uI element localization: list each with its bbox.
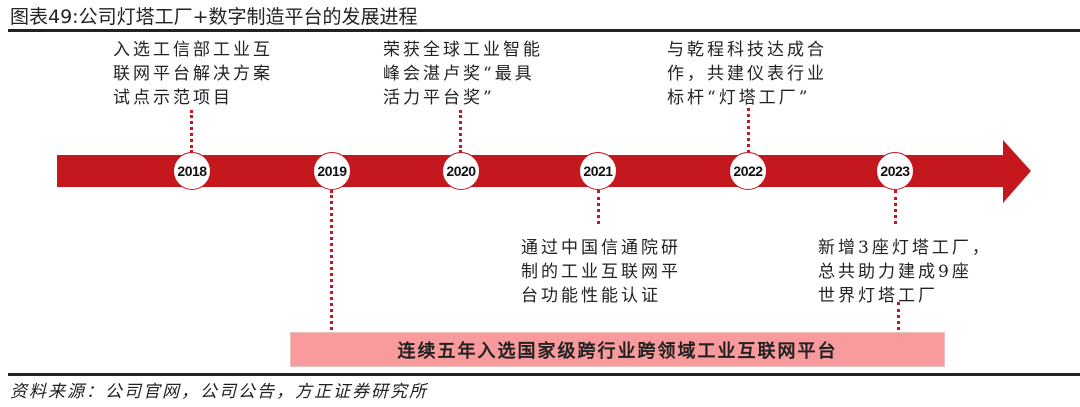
year-2022-marker: 2022: [729, 152, 767, 190]
arrow-shape: [57, 140, 1031, 203]
milestone-2023-text: 新增3座灯塔工厂， 总共助力建成9座 世界灯塔工厂: [818, 238, 992, 306]
bottom-divider: [8, 373, 1080, 376]
year-2023-marker: 2023: [876, 152, 914, 190]
year-2020-marker: 2020: [442, 152, 480, 190]
connector-2023: [894, 190, 897, 224]
milestone-2022-text: 与乾程科技达成合 作，共建仪表行业 标杆“灯塔工厂”: [667, 40, 827, 108]
top-divider: [8, 29, 1080, 32]
year-2021-marker: 2021: [579, 152, 617, 190]
connector-2023-band: [897, 302, 900, 330]
achievement-band-text: 连续五年入选国家级跨行业跨领域工业互联网平台: [397, 340, 838, 362]
connector-2021: [597, 190, 600, 224]
year-2019-marker: 2019: [313, 152, 351, 190]
connector-2022: [747, 108, 750, 153]
milestone-2020-text: 荣获全球工业智能 峰会湛卢奖“最具 活力平台奖”: [383, 40, 543, 108]
source-note: 资料来源：公司官网，公司公告，方正证券研究所: [10, 382, 428, 402]
connector-2020: [459, 110, 462, 153]
connector-2018: [190, 110, 193, 153]
milestone-2018-text: 入选工信部工业互 联网平台解决方案 试点示范项目: [113, 40, 273, 108]
milestone-2021-text: 通过中国信通院研 制的工业互联网平 台功能性能认证: [521, 238, 681, 306]
year-2018-marker: 2018: [173, 152, 211, 190]
figure-title: 图表49:公司灯塔工厂+数字制造平台的发展进程: [10, 6, 418, 28]
connector-2019: [330, 190, 333, 330]
achievement-band: 连续五年入选国家级跨行业跨领域工业互联网平台: [290, 332, 945, 367]
